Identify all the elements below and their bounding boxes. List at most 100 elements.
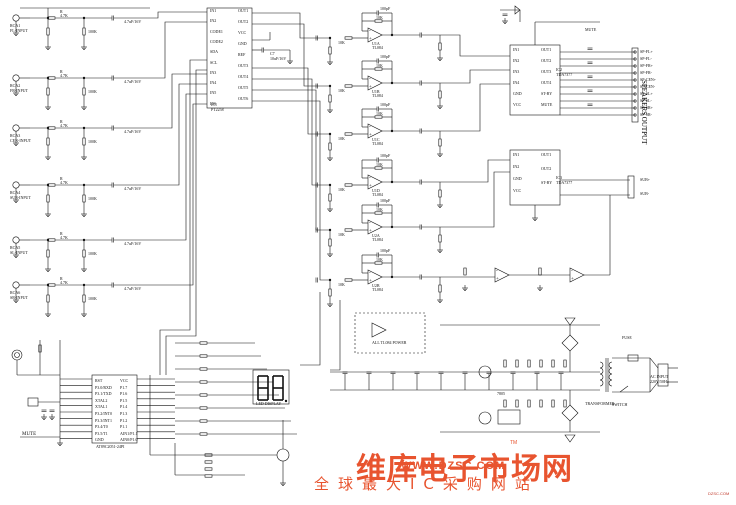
resistor (199, 419, 208, 423)
opamp-triangle (494, 267, 510, 283)
speaker-terminal (633, 113, 637, 117)
led-dot (284, 399, 288, 403)
resistor (503, 359, 507, 368)
resistor (204, 460, 213, 464)
wire (440, 69, 510, 84)
resistor (47, 183, 56, 187)
junction-dot (390, 180, 394, 184)
input-r1-value: 4.7K (60, 73, 68, 78)
opamp-part: TL084 (372, 45, 383, 50)
ic1-pin-right: VCC (238, 30, 247, 35)
resistor (47, 283, 56, 287)
wire (330, 300, 341, 371)
resistor (438, 234, 442, 243)
diode-icon (564, 317, 576, 326)
mcu-part: AT89C2051-24PI (96, 444, 125, 449)
input-r1-value: 4.7K (60, 13, 68, 18)
resistor (82, 194, 86, 203)
corner-tag: DZSC.COM (708, 491, 730, 496)
speaker-pin-label: SP-SL+ (640, 91, 653, 96)
opamp-cfb: 100pF (380, 102, 391, 107)
resistor (328, 142, 332, 151)
opamp-rin: 10K (338, 136, 345, 141)
input-r1-ref: R (60, 231, 63, 236)
input-r1-ref: R (60, 69, 63, 74)
wire (252, 89, 330, 231)
ic1-pin-right: GND (238, 41, 247, 46)
transformer-coil (599, 367, 604, 375)
wire (440, 159, 510, 183)
speaker-pin-label: SP-CEN+ (640, 77, 657, 82)
ic2-pin: VCC (513, 102, 522, 107)
mcu-pin-left: P3.1/TXD (95, 391, 112, 397)
opamp-rfb: 10K (376, 15, 383, 20)
speaker-pin-label: SP-CEN- (640, 84, 656, 89)
input-jack-label: SR-INPUT (10, 295, 29, 300)
ic1-part: PT2258 (211, 107, 224, 112)
wire (150, 93, 207, 241)
input-r1-ref: R (60, 119, 63, 124)
plus-sign: + (369, 279, 372, 284)
ic3-pin: ST-BY (541, 180, 553, 185)
junction-dot (328, 278, 332, 282)
input-jack-label: CEN-INPUT (10, 138, 32, 143)
input-jack-name: RCA4 (10, 190, 21, 195)
opamp-ref: U2A (372, 233, 380, 238)
wire (150, 103, 207, 286)
transformer-coil (599, 361, 604, 369)
opamp-ref: U1C (372, 137, 380, 142)
ic3-speaker-amp (509, 149, 561, 206)
input-r1-value: 4.7K (60, 180, 68, 185)
speaker-pin-label: SP-SR+ (640, 105, 653, 110)
ic2-part: TDA7377 (556, 72, 573, 77)
fuse-icon (627, 354, 639, 362)
resistor (374, 19, 383, 23)
resistor (328, 238, 332, 247)
input-jack-name: RCA3 (10, 133, 21, 138)
opamp-rin: 10K (338, 40, 345, 45)
ic2-pin: ST-BY (541, 91, 553, 96)
input-r1-ref: R (60, 176, 63, 181)
resistor (46, 194, 50, 203)
mute-label: MUTE (585, 27, 597, 32)
watermark-sub: 全球最大IC采购网站 (314, 475, 539, 493)
opamp-ref: U1B (372, 89, 380, 94)
minus-sign: - (496, 269, 498, 274)
ic1-pin-right: OUT5 (238, 85, 249, 90)
input-jack-name: RCA1 (10, 23, 21, 28)
wire (159, 59, 207, 375)
tl084-power-note: ALL TL084 POWER (372, 340, 407, 345)
ac-input-label: AC INPUT (650, 374, 669, 379)
junction-dot (328, 183, 332, 187)
ic1-cap-ref: C7 (270, 51, 275, 56)
speaker-terminal (633, 50, 637, 54)
ic3-pin: OUT1 (541, 152, 552, 157)
ac-plug-icon (657, 363, 669, 387)
speaker-terminal (633, 92, 637, 96)
transistor-icon (478, 411, 492, 425)
resistor (374, 261, 383, 265)
junction-dot (82, 238, 86, 242)
resistor (539, 359, 543, 368)
resistor (199, 432, 208, 436)
mcu-pin-left: GND (95, 437, 104, 443)
ic1-pin-right: OUT4 (238, 74, 249, 79)
resistor (46, 294, 50, 303)
opamp-rfb: 10K (376, 111, 383, 116)
diode-icon (561, 334, 579, 352)
ir-receiver-icon (11, 349, 23, 361)
ic3-part: TDA7377 (556, 180, 573, 185)
regulator-label: 7805 (497, 391, 505, 396)
mcu-pin-left: P3.3/INT1 (95, 417, 112, 423)
ic1-pin-left: IN1 (210, 8, 217, 13)
input-cap-value: 4.7uF/16V (124, 79, 142, 84)
minus-sign: - (369, 271, 371, 276)
resistor (539, 399, 543, 408)
ic1-volume-controller (206, 7, 253, 109)
wire (165, 69, 207, 375)
wire (150, 83, 207, 186)
resistor (344, 228, 353, 232)
resistor (46, 87, 50, 96)
fuse-label: FUSE (622, 335, 632, 340)
